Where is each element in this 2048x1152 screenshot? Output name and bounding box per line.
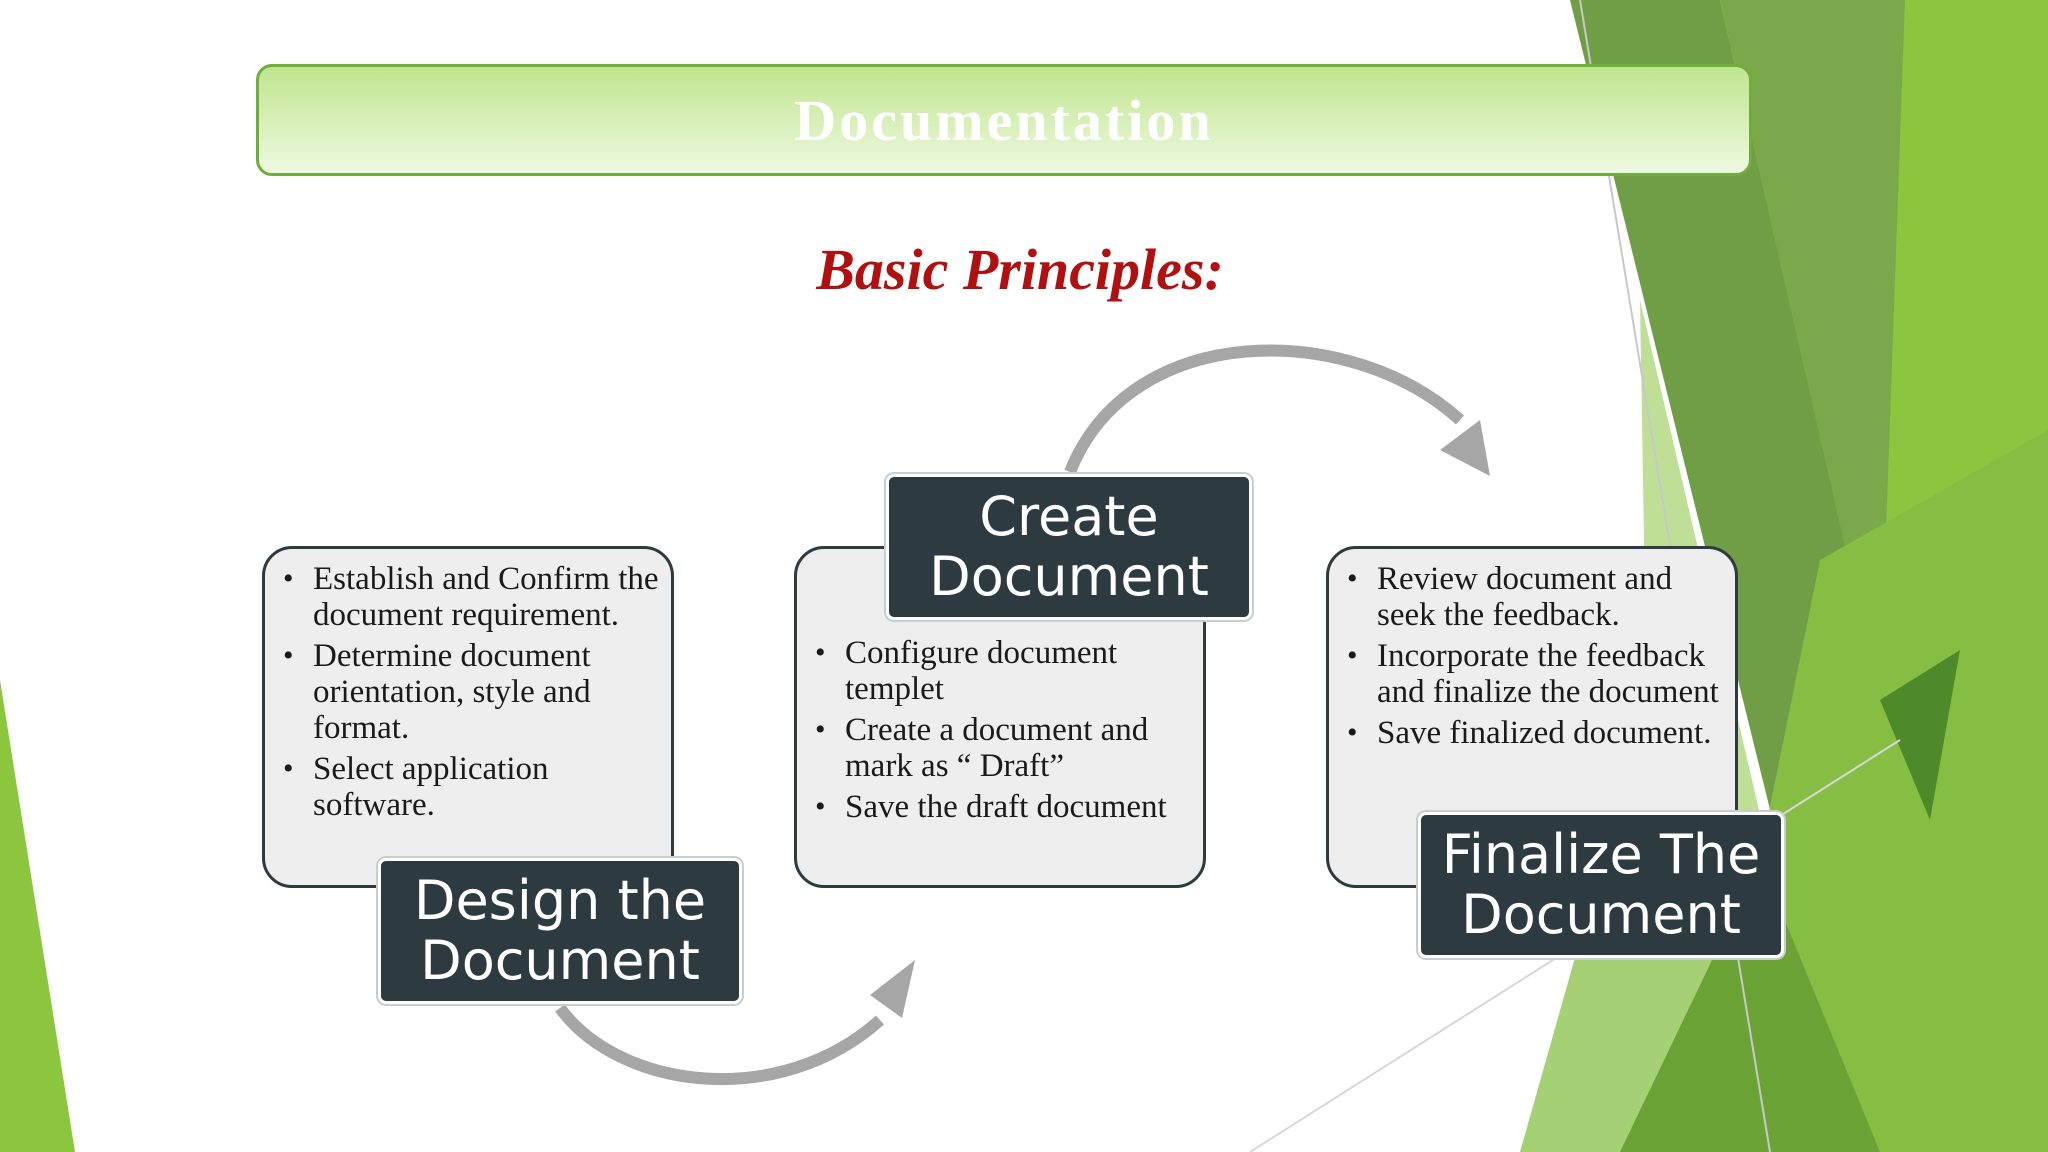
finalize-bullet-list: Review document and seek the feedback. I… — [1335, 561, 1727, 751]
bg-shape-forest-green — [1620, 860, 1880, 1152]
list-item: Create a document and mark as “ Draft” — [803, 712, 1195, 784]
bg-shape-deep-green — [1880, 650, 1960, 820]
subtitle: Basic Principles: — [816, 237, 1224, 302]
title-banner: Documentation — [256, 64, 1752, 176]
list-item: Determine document orientation, style an… — [271, 638, 663, 746]
list-item: Configure document templet — [803, 635, 1195, 707]
design-bullet-list: Establish and Confirm the document requi… — [271, 561, 663, 823]
bg-shape-left-strip — [0, 680, 75, 1152]
step-label-finalize-line2: Document — [1461, 883, 1741, 946]
create-bullet-list: Configure document templet Create a docu… — [803, 635, 1195, 825]
list-item: Select application software. — [271, 751, 663, 823]
step-label-design: Design the Document — [378, 858, 742, 1004]
list-item: Save finalized document. — [1335, 715, 1727, 751]
step-label-create-line2: Document — [929, 545, 1209, 608]
step-label-create-line1: Create — [979, 485, 1159, 548]
list-item: Incorporate the feedback and finalize th… — [1335, 638, 1727, 710]
arrow-head-2 — [1440, 420, 1490, 476]
arrow-design-to-create — [555, 1004, 885, 1086]
step-label-finalize-line1: Finalize The — [1441, 823, 1761, 886]
step-label-design-line1: Design the — [413, 869, 707, 932]
bg-shape-olive — [1720, 0, 1930, 700]
arrow-head-1 — [870, 960, 915, 1018]
step-label-design-line2: Document — [420, 929, 700, 992]
list-item: Establish and Confirm the document requi… — [271, 561, 663, 633]
list-item: Save the draft document — [803, 789, 1195, 825]
step-card-design: Establish and Confirm the document requi… — [262, 546, 674, 888]
page-title: Documentation — [794, 87, 1214, 153]
list-item: Review document and seek the feedback. — [1335, 561, 1727, 633]
step-label-finalize: Finalize The Document — [1418, 812, 1784, 958]
arrow-create-to-finalize — [1064, 344, 1465, 475]
step-label-create: Create Document — [886, 474, 1252, 620]
